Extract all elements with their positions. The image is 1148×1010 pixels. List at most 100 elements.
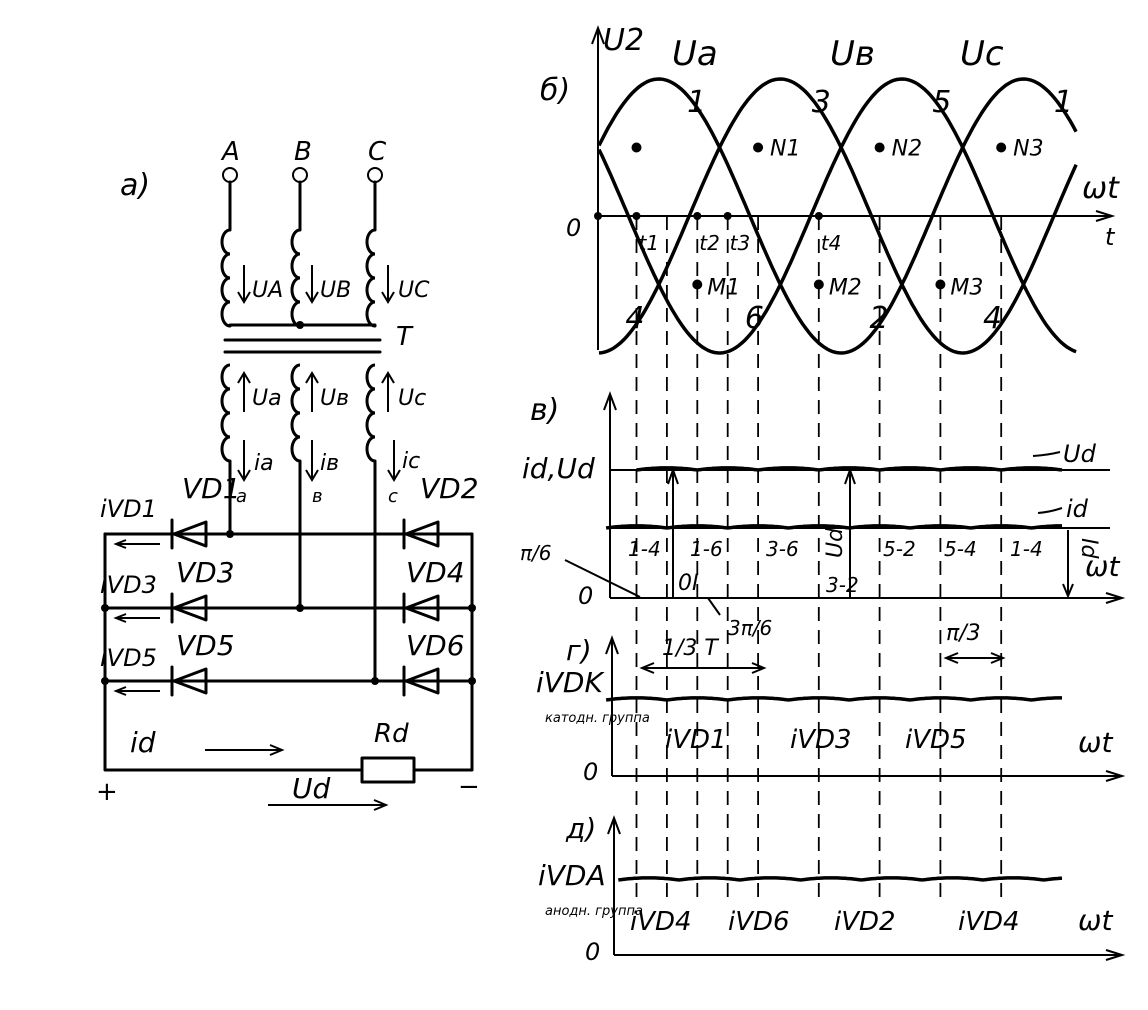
chart-g-group: катодн. группа [545, 711, 650, 726]
wave-label-ub: Uв [830, 34, 875, 74]
transformer-core [223, 338, 382, 354]
load-label: Rd [374, 719, 409, 749]
diode-vd4 [402, 592, 440, 624]
chart-g-y-label: iVDK [536, 666, 605, 699]
diode-current-vd3: iVD3 [100, 571, 157, 599]
chart-v-y-label: id,Ud [522, 452, 595, 485]
pair-label-1: 1-6 [690, 537, 723, 561]
chart-v-oi: 0I [678, 571, 699, 596]
chart-d-origin: 0 [585, 938, 600, 966]
chart-v-origin: 0 [578, 582, 593, 610]
terminal-label-C: C [368, 137, 387, 167]
wave-Ua [597, 77, 1078, 355]
chart-g-pi3: π/3 [946, 621, 981, 646]
pos-number-0: 1 [687, 85, 706, 120]
primary-voltage-b: UB [320, 278, 351, 303]
diode-current-vd5: iVD5 [100, 644, 157, 672]
neg-number-3: 4 [983, 301, 1002, 336]
load-resistor [360, 756, 416, 784]
intersection-m1 [692, 279, 703, 290]
chart-g: г) iVDK катодн. группа ωt 0 1/3 T π/3 iV… [536, 621, 1126, 786]
chart-v-x-label: ωt [1085, 550, 1120, 583]
label-n2: N2 [892, 137, 922, 162]
panel-label-d: д) [565, 812, 596, 845]
intersection-n1 [753, 142, 764, 153]
diode-vd3 [170, 592, 208, 624]
panel-label-b: б) [540, 73, 570, 108]
diode-current-vd1: iVD1 [100, 495, 157, 523]
chart-d-y-axis [607, 815, 621, 955]
time-mark-4: t4 [821, 231, 842, 255]
anode-current-1: iVD6 [728, 907, 790, 937]
chart-v-3pi6: 3π/6 [728, 616, 772, 640]
chart-g-y-axis [605, 635, 619, 776]
chart-v-pi6: π/6 [520, 541, 552, 565]
chart-d-x-label: ωt [1078, 904, 1113, 937]
secondary-voltage-c: Uc [398, 386, 426, 411]
label-n3: N3 [1013, 137, 1043, 162]
intersection-m2 [813, 279, 824, 290]
pair-label-6: 3-2 [826, 573, 859, 597]
primary-coil-c [365, 228, 376, 328]
wave-Uв [598, 77, 1078, 355]
ud-ripple [636, 466, 1063, 472]
terminal-c-circle [367, 167, 383, 183]
phase-current-b: iв [320, 451, 339, 476]
chart-g-origin: 0 [583, 758, 598, 786]
secondary-coil-a [220, 363, 231, 463]
cathode-current-0: iVD1 [665, 725, 727, 755]
intersection-point [631, 142, 642, 153]
terminal-label-B: B [294, 137, 312, 167]
chart-g-x-axis [612, 770, 1126, 782]
chart-d-x-axis [614, 949, 1126, 961]
diode-label-vd5: VD5 [176, 629, 235, 662]
primary-voltage-c: UC [398, 278, 430, 303]
label-m2: M2 [829, 276, 862, 301]
primary-coil-b [290, 228, 301, 328]
phase-current-a: ia [254, 451, 274, 476]
phase-current-c: ic [402, 449, 420, 474]
anode-current-3: iVD4 [958, 907, 1020, 937]
chart-v-ud-label: Ud [1063, 440, 1097, 468]
node-label-c: c [388, 486, 398, 507]
chart-b-t-label: t [1105, 223, 1116, 251]
secondary-voltage-b: Uв [320, 386, 349, 411]
neg-number-0: 4 [625, 301, 644, 336]
origin-dot [594, 212, 602, 220]
diode-vd6 [402, 665, 440, 697]
panel-label-g: г) [566, 634, 592, 667]
chart-b-origin: 0 [566, 214, 581, 242]
id-ripple [605, 524, 1062, 530]
diode-vd1 [170, 518, 208, 550]
pair-label-2: 3-6 [766, 537, 799, 561]
primary-voltage-a: UA [252, 278, 283, 303]
pair-label-5: 1-4 [1010, 537, 1043, 561]
intersection-n2 [874, 142, 885, 153]
secondary-coil-b [290, 363, 301, 463]
primary-coil-a [220, 228, 231, 328]
intersection-n3 [996, 142, 1007, 153]
label-m3: M3 [950, 276, 983, 301]
pos-number-1: 3 [812, 85, 831, 120]
node-label-b: в [312, 486, 323, 507]
minus-sign: − [458, 772, 480, 802]
transformer-label: T [396, 322, 414, 352]
label-m1: M1 [707, 276, 740, 301]
chart-g-period: 1/3 T [662, 636, 719, 661]
panel-label-v: в) [530, 393, 559, 428]
wave-Uc [597, 77, 1077, 355]
chart-v-y-axis [603, 391, 617, 598]
anode-ripple [618, 876, 1063, 882]
chart-v-id-label: id [1066, 495, 1089, 523]
panel-label-a: a) [120, 168, 150, 203]
diode-vd5 [170, 665, 208, 697]
chart-b-x-axis [598, 210, 1116, 222]
pos-number-2: 5 [932, 85, 951, 120]
node-label-a: a [236, 486, 247, 507]
diode-label-vd1: VD1 [182, 472, 241, 505]
chart-v-id-vertical: Id [1076, 538, 1101, 559]
terminal-b-circle [292, 167, 308, 183]
chart-v-x-axis [610, 592, 1126, 604]
chart-v: в) id,Ud Ud id ωt 0 π/6 0I 3π/6 Ud Id 1-… [520, 391, 1126, 640]
